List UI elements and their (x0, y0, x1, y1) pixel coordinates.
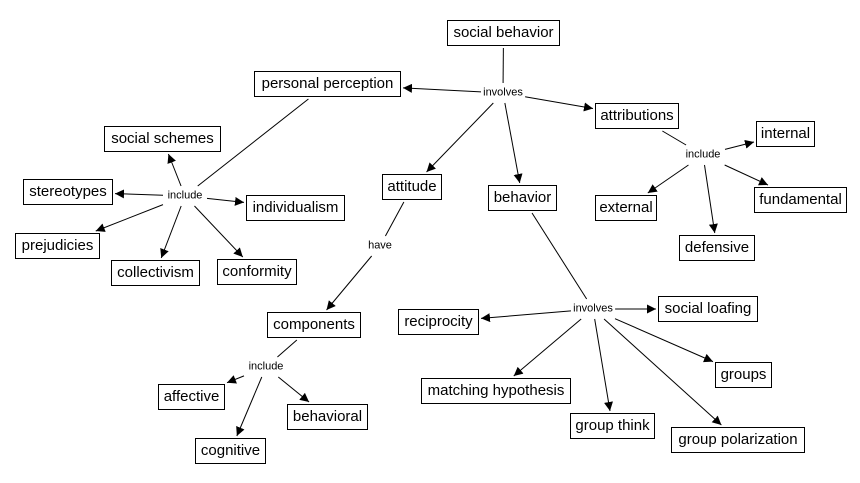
arrow-connector (277, 376, 310, 403)
linking-phrase-have[interactable]: have (366, 239, 394, 253)
concept-external[interactable]: external (595, 195, 657, 221)
arrow-connector (724, 164, 769, 186)
concept-individualism[interactable]: individualism (246, 195, 345, 221)
arrow-connector (480, 310, 572, 323)
arrow-connector (95, 204, 164, 232)
connector-line (277, 339, 298, 358)
concept-social-schemes[interactable]: social schemes (104, 126, 221, 152)
arrow-connector (603, 318, 722, 426)
concept-cognitive[interactable]: cognitive (195, 438, 266, 464)
concept-fundamental[interactable]: fundamental (754, 187, 847, 213)
arrow-connector (194, 205, 244, 258)
concept-collectivism[interactable]: collectivism (111, 260, 200, 286)
concept-social-behavior[interactable]: social behavior (447, 20, 560, 46)
concept-affective[interactable]: affective (158, 384, 225, 410)
arrow-connector (524, 96, 594, 112)
arrow-connector (326, 255, 373, 311)
linking-phrase-involves[interactable]: involves (481, 86, 525, 100)
arrow-connector (647, 164, 689, 194)
concept-behavioral[interactable]: behavioral (287, 404, 368, 430)
concept-group-polarization[interactable]: group polarization (671, 427, 805, 453)
linking-phrase-include[interactable]: include (165, 189, 205, 203)
arrow-connector (614, 318, 714, 363)
arrow-connector (594, 318, 613, 412)
concept-groups[interactable]: groups (715, 362, 772, 388)
concept-attributions[interactable]: attributions (595, 103, 679, 129)
linking-phrase-involves[interactable]: involves (571, 302, 615, 316)
arrow-connector (160, 205, 182, 259)
concept-behavior[interactable]: behavior (488, 185, 557, 211)
concept-social-loafing[interactable]: social loafing (658, 296, 758, 322)
connector-line (662, 130, 687, 146)
concept-matching-hypothesis[interactable]: matching hypothesis (421, 378, 571, 404)
arrow-connector (426, 102, 494, 173)
connector-line (197, 98, 309, 187)
concept-group-think[interactable]: group think (570, 413, 655, 439)
arrow-connector (402, 83, 482, 93)
concept-personal-perception[interactable]: personal perception (254, 71, 401, 97)
arrow-connector (167, 153, 182, 187)
arrow-connector (704, 164, 718, 234)
arrow-connector (206, 196, 245, 206)
concept-prejudicies[interactable]: prejudicies (15, 233, 100, 259)
concept-internal[interactable]: internal (756, 121, 815, 147)
connector-line (384, 201, 405, 237)
arrow-connector (724, 139, 755, 150)
arrow-connector (236, 376, 263, 437)
linking-phrase-include[interactable]: include (683, 148, 723, 162)
concept-defensive[interactable]: defensive (679, 235, 755, 261)
concept-stereotypes[interactable]: stereotypes (23, 179, 113, 205)
concept-reciprocity[interactable]: reciprocity (398, 309, 479, 335)
arrow-connector (114, 189, 164, 199)
arrow-connector (504, 102, 523, 184)
concept-conformity[interactable]: conformity (217, 259, 297, 285)
linking-phrase-include[interactable]: include (246, 360, 286, 374)
arrow-connector (226, 375, 245, 384)
connector-line (531, 212, 588, 300)
arrow-connector (513, 318, 582, 377)
concept-components[interactable]: components (267, 312, 361, 338)
concept-attitude[interactable]: attitude (382, 174, 442, 200)
